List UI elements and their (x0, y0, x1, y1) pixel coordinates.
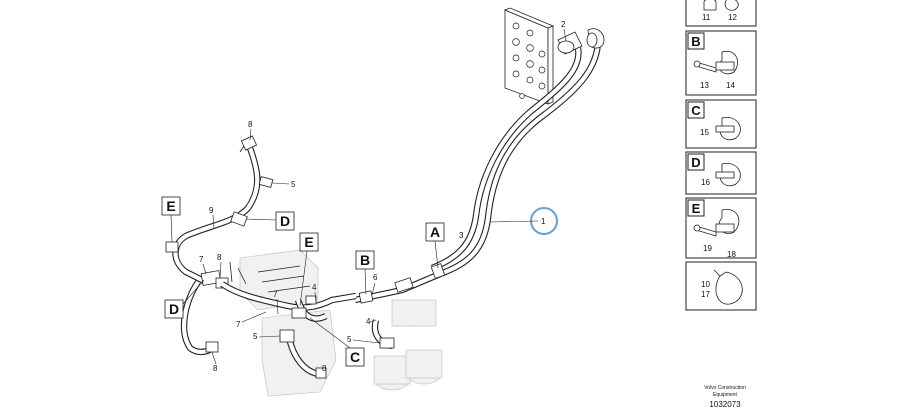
side-panel-item-b: B 13 14 (685, 30, 757, 96)
callout-6: 6 (373, 273, 378, 282)
detail-box-b: B (355, 250, 375, 295)
detail-box-a: A (425, 222, 445, 269)
detail-box-b-letter: B (360, 252, 370, 268)
callout-8-top: 8 (248, 120, 253, 129)
side-panel: 11 12 B 13 14 C 15 D (685, 0, 757, 311)
side-panel-e-letter: E (692, 201, 701, 216)
footer: Volvo Construction Equipment 1032073 (704, 385, 746, 409)
detail-box-d-upper: D (245, 211, 295, 231)
footer-company-line2: Equipment (713, 392, 738, 398)
main-hose (354, 28, 605, 304)
side-panel-1-num-b: 12 (728, 13, 737, 22)
side-panel-d-num: 16 (701, 178, 710, 187)
background-components (239, 249, 443, 397)
side-panel-item-d: D 16 (685, 151, 757, 195)
detail-box-c-letter: C (350, 349, 360, 365)
side-panel-e-num-b: 18 (727, 250, 736, 259)
side-panel-strap-num-b: 17 (701, 290, 710, 299)
detail-box-c: C (309, 317, 365, 367)
callout-5-right: 5 (347, 335, 352, 344)
callout-7-center: 7 (273, 290, 278, 299)
side-panel-item-1: 11 12 (685, 0, 757, 27)
callout-8-bottom-left: 8 (213, 364, 218, 373)
side-panel-b-num-a: 13 (700, 81, 709, 90)
side-panel-item-e: E 19 18 (685, 197, 757, 259)
side-panel-c-num: 15 (700, 128, 709, 137)
callout-9: 9 (209, 206, 214, 215)
footer-doc-number: 1032073 (709, 400, 741, 409)
callout-7-left: 7 (199, 255, 204, 264)
side-panel-item-c: C 15 (685, 99, 757, 149)
callout-8-mid: 8 (217, 253, 222, 262)
detail-box-e-left: E (161, 196, 181, 243)
callouts: 1 2 3 4 4 5 5 5 6 7 7 7 8 8 8 8 9 (199, 20, 567, 373)
callout-5-upper: 5 (291, 180, 296, 189)
detail-box-d-lower-letter: D (169, 301, 179, 317)
detail-box-a-letter: A (430, 224, 440, 240)
detail-box-e-center: E (299, 232, 319, 307)
mounting-plate (503, 7, 555, 105)
callout-1: 1 (541, 217, 546, 226)
detail-box-d-lower: D (164, 279, 205, 319)
callout-5-left: 5 (253, 332, 258, 341)
callout-4-upper: 4 (312, 283, 317, 292)
footer-company-line1: Volvo Construction (704, 385, 746, 391)
side-panel-1-num-a: 11 (702, 13, 711, 22)
callout-8-bottom-right: 8 (322, 364, 327, 373)
callout-2: 2 (561, 20, 566, 29)
side-panel-b-letter: B (691, 34, 700, 49)
left-hoses (165, 135, 395, 379)
side-panel-d-letter: D (691, 155, 700, 170)
callout-3: 3 (459, 231, 464, 240)
callout-4-lower: 4 (366, 317, 371, 326)
side-panel-e-num-a: 19 (703, 244, 712, 253)
detail-box-e-center-letter: E (304, 234, 313, 250)
side-panel-strap-num-a: 10 (701, 280, 710, 289)
detail-box-d-upper-letter: D (280, 213, 290, 229)
side-panel-item-strap: 10 17 (685, 261, 757, 311)
side-panel-c-letter: C (691, 103, 701, 118)
callout-7-bottom: 7 (236, 320, 241, 329)
side-panel-b-num-b: 14 (726, 81, 735, 90)
detail-box-e-left-letter: E (166, 198, 175, 214)
